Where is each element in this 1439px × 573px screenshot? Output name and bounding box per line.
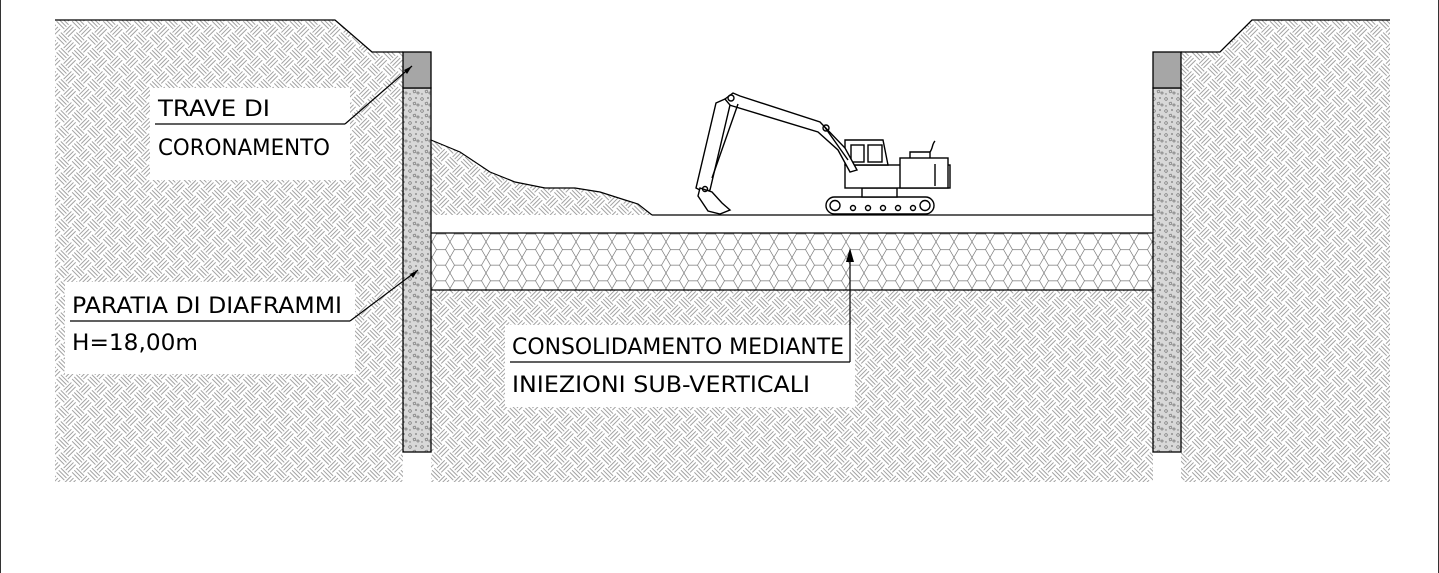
crown-beam-right	[1152, 51, 1182, 89]
label-consolidamento-line2: INIEZIONI SUB-VERTICALI	[512, 373, 810, 398]
diaphragm-wall-right	[1152, 87, 1182, 453]
label-trave-line1: TRAVE DI	[157, 97, 270, 122]
excavator-icon	[695, 92, 951, 215]
soil-right	[1181, 20, 1390, 482]
label-paratia-line1: PARATIA DI DIAFRAMMI	[72, 294, 342, 319]
label-consolidamento-line1: CONSOLIDAMENTO MEDIANTE	[512, 335, 844, 360]
soil-heap	[431, 140, 652, 215]
label-trave-line2: CORONAMENTO	[158, 136, 330, 161]
label-paratia-line2: H=18,00m	[72, 331, 198, 356]
consolidated-layer	[431, 233, 1153, 290]
